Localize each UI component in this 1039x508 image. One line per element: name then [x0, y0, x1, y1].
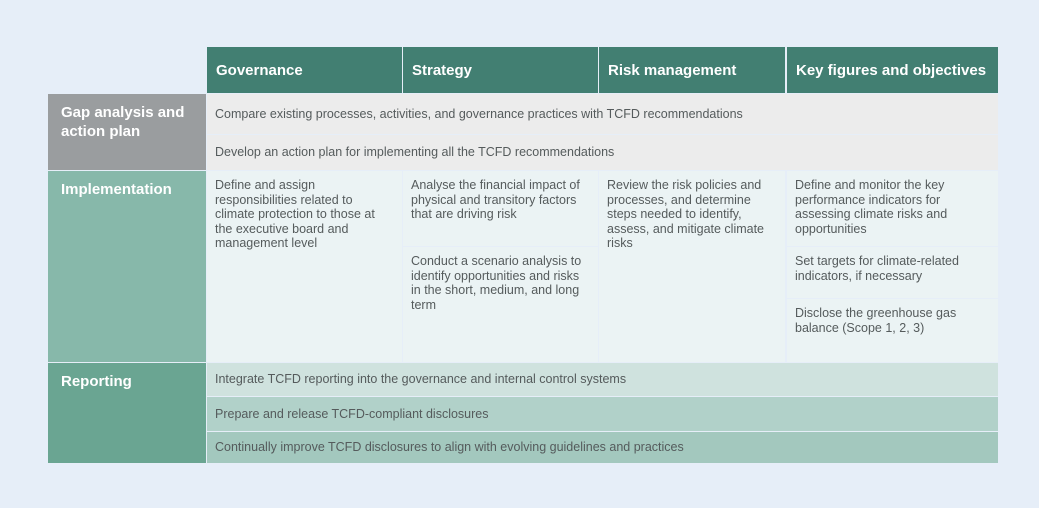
impl-strategy-cell-1: Analyse the financial impact of physical… [403, 171, 598, 246]
impl-key-figures-cell-2: Set targets for climate-related indicato… [787, 247, 998, 298]
impl-governance-cell: Define and assign responsibilities relat… [207, 171, 402, 362]
impl-risk-cell: Review the risk policies and processes, … [599, 171, 785, 362]
row-label-reporting: Reporting [48, 363, 206, 463]
reporting-item-integrate: Integrate TCFD reporting into the govern… [207, 363, 998, 396]
row-label-gap-analysis: Gap analysis and action plan [48, 94, 206, 170]
impl-key-figures-cell-3: Disclose the greenhouse gas balance (Sco… [787, 299, 998, 362]
header-risk-management: Risk management [599, 47, 785, 93]
impl-key-figures-cell-1: Define and monitor the key performance i… [787, 171, 998, 246]
header-key-figures: Key figures and objectives [787, 47, 998, 93]
header-strategy: Strategy [403, 47, 598, 93]
header-governance: Governance [207, 47, 402, 93]
reporting-item-prepare: Prepare and release TCFD-compliant discl… [207, 397, 998, 431]
gap-item-compare: Compare existing processes, activities, … [207, 94, 998, 134]
gap-item-action-plan: Develop an action plan for implementing … [207, 135, 998, 170]
reporting-item-improve: Continually improve TCFD disclosures to … [207, 432, 998, 463]
row-label-implementation: Implementation [48, 171, 206, 362]
impl-strategy-cell-2: Conduct a scenario analysis to identify … [403, 247, 598, 362]
